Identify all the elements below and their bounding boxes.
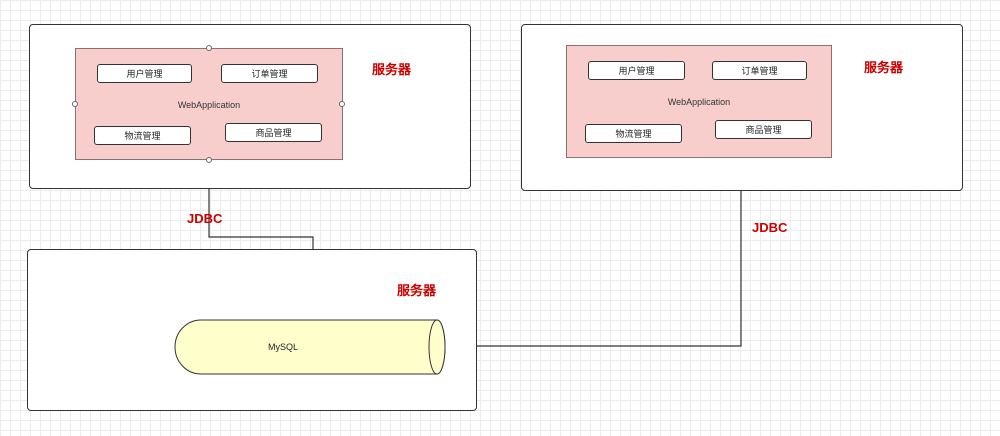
module-product-management[interactable]: 商品管理: [715, 120, 812, 139]
jdbc-connector-right[interactable]: [448, 191, 742, 350]
module-user-management[interactable]: 用户管理: [588, 61, 685, 80]
selection-handle-top[interactable]: [206, 45, 212, 51]
server-box-database[interactable]: 服务器: [27, 249, 477, 411]
web-application-title: WebApplication: [177, 100, 241, 110]
web-application-box[interactable]: 用户管理 订单管理 WebApplication 物流管理 商品管理: [75, 48, 343, 160]
server-label: 服务器: [864, 60, 904, 75]
selection-handle-bottom[interactable]: [206, 157, 212, 163]
module-order-management[interactable]: 订单管理: [221, 64, 318, 83]
module-product-management[interactable]: 商品管理: [225, 123, 322, 142]
module-user-management[interactable]: 用户管理: [97, 64, 192, 83]
module-order-management[interactable]: 订单管理: [712, 61, 807, 80]
web-application-title: WebApplication: [667, 97, 731, 107]
module-logistics-management[interactable]: 物流管理: [94, 126, 191, 145]
jdbc-label-right: JDBC: [752, 220, 788, 235]
module-logistics-management[interactable]: 物流管理: [585, 124, 682, 143]
web-application-box[interactable]: 用户管理 订单管理 WebApplication 物流管理 商品管理: [566, 45, 832, 158]
selection-handle-right[interactable]: [339, 101, 345, 107]
jdbc-label-left: JDBC: [187, 211, 223, 226]
selection-handle-left[interactable]: [72, 101, 78, 107]
server-label: 服务器: [372, 62, 412, 77]
server-label: 服务器: [397, 283, 437, 298]
